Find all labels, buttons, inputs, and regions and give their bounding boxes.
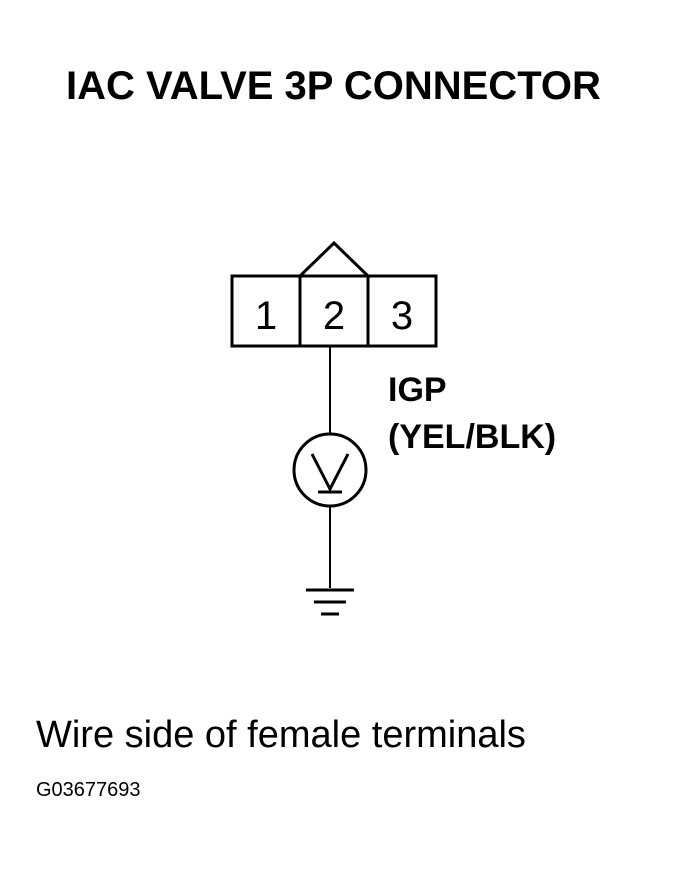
wire-name-label: IGP: [388, 371, 447, 409]
voltmeter-circle: [292, 432, 368, 508]
connector-lock-tab: [298, 240, 370, 278]
voltmeter-v-mark: [310, 453, 350, 493]
connector-outline: [230, 274, 438, 348]
wire-color-label: (YEL/BLK): [388, 418, 557, 456]
figure-id: G03677693: [36, 779, 141, 801]
pin-1-label: 1: [255, 294, 277, 338]
iac-valve-connector: [230, 240, 438, 348]
pin-2-label: 2: [323, 294, 345, 338]
ground-icon: [306, 588, 354, 616]
pin-3-label: 3: [391, 294, 413, 338]
diagram-title: IAC VALVE 3P CONNECTOR: [66, 64, 601, 108]
voltmeter-icon: [292, 432, 368, 508]
diagram-caption: Wire side of female terminals: [36, 714, 526, 756]
